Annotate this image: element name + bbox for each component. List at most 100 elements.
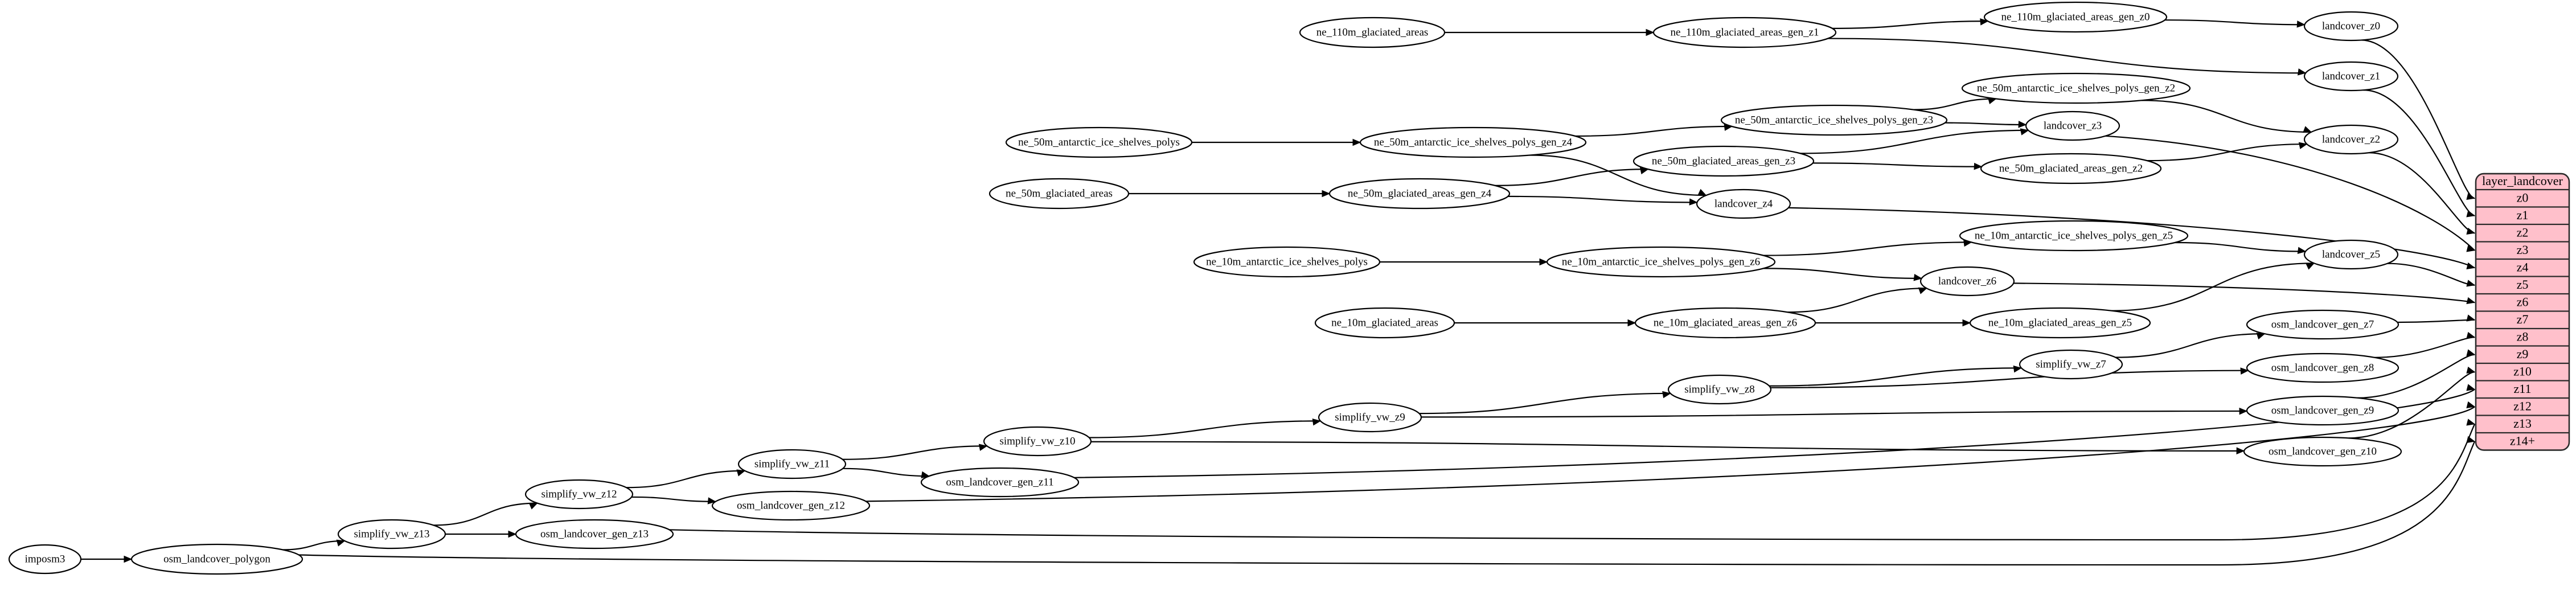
node-landcover_z5[interactable]: landcover_z5	[2303, 239, 2399, 270]
record-row-z2[interactable]: z2	[2517, 225, 2529, 239]
node-shape	[337, 519, 446, 550]
node-simplify_vw_z12[interactable]: simplify_vw_z12	[524, 479, 634, 510]
node-ne_50m_glaciated_areas_gen_z2[interactable]: ne_50m_glaciated_areas_gen_z2	[1980, 153, 2162, 184]
edge	[631, 496, 716, 505]
node-ne_10m_antarctic_ice_shelves_polys_gen_z5[interactable]: ne_10m_antarctic_ice_shelves_polys_gen_z…	[1959, 220, 2189, 252]
node-shape	[1634, 307, 1816, 339]
node-landcover_z2[interactable]: landcover_z2	[2303, 124, 2399, 155]
node-landcover_z6[interactable]: landcover_z6	[1919, 266, 2015, 297]
edge-path	[2141, 100, 2312, 133]
node-ne_50m_glaciated_areas_gen_z3[interactable]: ne_50m_glaciated_areas_gen_z3	[1632, 145, 1815, 177]
record-row-z3[interactable]: z3	[2517, 243, 2529, 257]
node-simplify_vw_z10[interactable]: simplify_vw_z10	[983, 426, 1092, 457]
record-row-z10[interactable]: z10	[2513, 364, 2532, 378]
edge-arrowhead	[2306, 263, 2315, 270]
record-table-layer: layer_landcoverz0z1z2z3z4z5z6z7z8z9z10z1…	[2475, 173, 2570, 451]
edge	[1454, 319, 1636, 327]
record-row-z1[interactable]: z1	[2517, 208, 2529, 222]
edge-arrowhead	[1322, 190, 1331, 198]
node-ne_50m_antarctic_ice_shelves_polys[interactable]: ne_50m_antarctic_ice_shelves_polys	[1005, 126, 1193, 158]
node-landcover_z3[interactable]: landcover_z3	[2025, 110, 2120, 141]
node-osm_landcover_gen_z10[interactable]: osm_landcover_gen_z10	[2243, 436, 2402, 467]
node-landcover_z1[interactable]: landcover_z1	[2303, 61, 2399, 92]
record-table[interactable]: layer_landcoverz0z1z2z3z4z5z6z7z8z9z10z1…	[2475, 173, 2570, 451]
edge	[1769, 365, 2023, 387]
node-osm_landcover_gen_z12[interactable]: osm_landcover_gen_z12	[711, 490, 871, 521]
node-ne_50m_antarctic_ice_shelves_polys_gen_z2[interactable]: ne_50m_antarctic_ice_shelves_polys_gen_z…	[1961, 72, 2191, 104]
node-ne_110m_glaciated_areas_gen_z0[interactable]: ne_110m_glaciated_areas_gen_z0	[1983, 1, 2168, 33]
record-row-z9[interactable]: z9	[2517, 347, 2529, 361]
node-label: landcover_z1	[2322, 70, 2380, 82]
edge-path	[842, 445, 987, 460]
node-label: simplify_vw_z11	[754, 458, 830, 470]
node-shape	[1318, 402, 1422, 433]
node-label: ne_10m_antarctic_ice_shelves_polys	[1206, 256, 1368, 268]
node-ne_10m_antarctic_ice_shelves_polys_gen_z6[interactable]: ne_10m_antarctic_ice_shelves_polys_gen_z…	[1546, 246, 1776, 278]
node-ne_10m_antarctic_ice_shelves_polys[interactable]: ne_10m_antarctic_ice_shelves_polys	[1193, 246, 1381, 278]
edge-arrowhead	[508, 530, 517, 538]
node-simplify_vw_z8[interactable]: simplify_vw_z8	[1667, 374, 1772, 405]
edge-arrowhead	[2296, 20, 2306, 28]
record-row-z7[interactable]: z7	[2517, 312, 2529, 326]
record-row-z0[interactable]: z0	[2517, 190, 2529, 204]
node-shape	[1959, 220, 2189, 252]
edge	[843, 468, 930, 478]
edge	[1445, 28, 1655, 36]
node-landcover_z4[interactable]: landcover_z4	[1696, 188, 1791, 219]
edge-path	[669, 424, 2476, 541]
edge-path	[1089, 420, 1320, 438]
node-label: osm_landcover_gen_z9	[2271, 404, 2374, 416]
record-row-z4[interactable]: z4	[2517, 260, 2529, 274]
node-ne_110m_glaciated_areas_gen_z1[interactable]: ne_110m_glaciated_areas_gen_z1	[1652, 17, 1837, 48]
edge	[1129, 190, 1331, 198]
record-row-z6[interactable]: z6	[2517, 294, 2529, 309]
node-osm_landcover_gen_z7[interactable]: osm_landcover_gen_z7	[2246, 309, 2399, 340]
edge-arrowhead	[2013, 365, 2023, 373]
node-label: osm_landcover_gen_z12	[737, 499, 845, 511]
record-row-z12[interactable]: z12	[2513, 399, 2532, 413]
node-landcover_z0[interactable]: landcover_z0	[2303, 11, 2399, 42]
node-ne_10m_glaciated_areas_gen_z6[interactable]: ne_10m_glaciated_areas_gen_z6	[1634, 307, 1816, 339]
node-osm_landcover_gen_z11[interactable]: osm_landcover_gen_z11	[920, 467, 1080, 498]
edge	[1419, 391, 1671, 415]
node-ne_50m_glaciated_areas[interactable]: ne_50m_glaciated_areas	[988, 178, 1130, 210]
node-ne_10m_glaciated_areas[interactable]: ne_10m_glaciated_areas	[1314, 307, 1455, 339]
edge-path	[2357, 354, 2475, 399]
node-ne_50m_antarctic_ice_shelves_polys_gen_z3[interactable]: ne_50m_antarctic_ice_shelves_polys_gen_z…	[1720, 104, 1948, 136]
edge-arrowhead	[2466, 384, 2476, 391]
edge	[865, 401, 2476, 502]
node-label: ne_110m_glaciated_areas_gen_z0	[2001, 11, 2150, 23]
node-ne_10m_glaciated_areas_gen_z5[interactable]: ne_10m_glaciated_areas_gen_z5	[1969, 307, 2151, 339]
record-row-z11[interactable]: z11	[2514, 382, 2532, 396]
record-row-z5[interactable]: z5	[2517, 277, 2529, 292]
node-simplify_vw_z11[interactable]: simplify_vw_z11	[737, 449, 847, 479]
node-label: ne_10m_glaciated_areas_gen_z5	[1988, 317, 2132, 329]
node-osm_landcover_gen_z9[interactable]: osm_landcover_gen_z9	[2246, 395, 2399, 426]
node-simplify_vw_z7[interactable]: simplify_vw_z7	[2019, 349, 2123, 380]
record-row-z8[interactable]: z8	[2517, 329, 2529, 343]
edge-path	[2387, 263, 2475, 286]
node-ne_50m_glaciated_areas_gen_z4[interactable]: ne_50m_glaciated_areas_gen_z4	[1328, 178, 1511, 210]
node-shape	[1720, 104, 1948, 136]
node-shape	[1546, 246, 1776, 278]
node-osm_landcover_gen_z13[interactable]: osm_landcover_gen_z13	[515, 519, 674, 550]
node-shape	[2246, 395, 2399, 426]
node-osm_landcover_gen_z8[interactable]: osm_landcover_gen_z8	[2246, 352, 2399, 383]
edge	[80, 555, 133, 563]
node-shape	[1193, 246, 1381, 278]
node-imposm3[interactable]: imposm3	[8, 544, 82, 575]
node-label: osm_landcover_gen_z10	[2269, 445, 2377, 457]
edge-arrowhead	[2303, 126, 2312, 133]
record-row-z14p[interactable]: z14+	[2510, 433, 2535, 448]
edge-path	[433, 502, 538, 526]
edge-path	[2115, 333, 2265, 358]
record-row-z13[interactable]: z13	[2513, 416, 2532, 430]
edge	[1508, 195, 1698, 206]
node-simplify_vw_z9[interactable]: simplify_vw_z9	[1318, 402, 1422, 433]
node-osm_landcover_polygon[interactable]: osm_landcover_polygon	[130, 543, 303, 575]
node-simplify_vw_z13[interactable]: simplify_vw_z13	[337, 519, 446, 550]
node-ne_50m_antarctic_ice_shelves_polys_gen_z4[interactable]: ne_50m_antarctic_ice_shelves_polys_gen_z…	[1359, 126, 1587, 158]
edge	[2141, 100, 2312, 133]
node-ne_110m_glaciated_areas[interactable]: ne_110m_glaciated_areas	[1299, 17, 1446, 48]
